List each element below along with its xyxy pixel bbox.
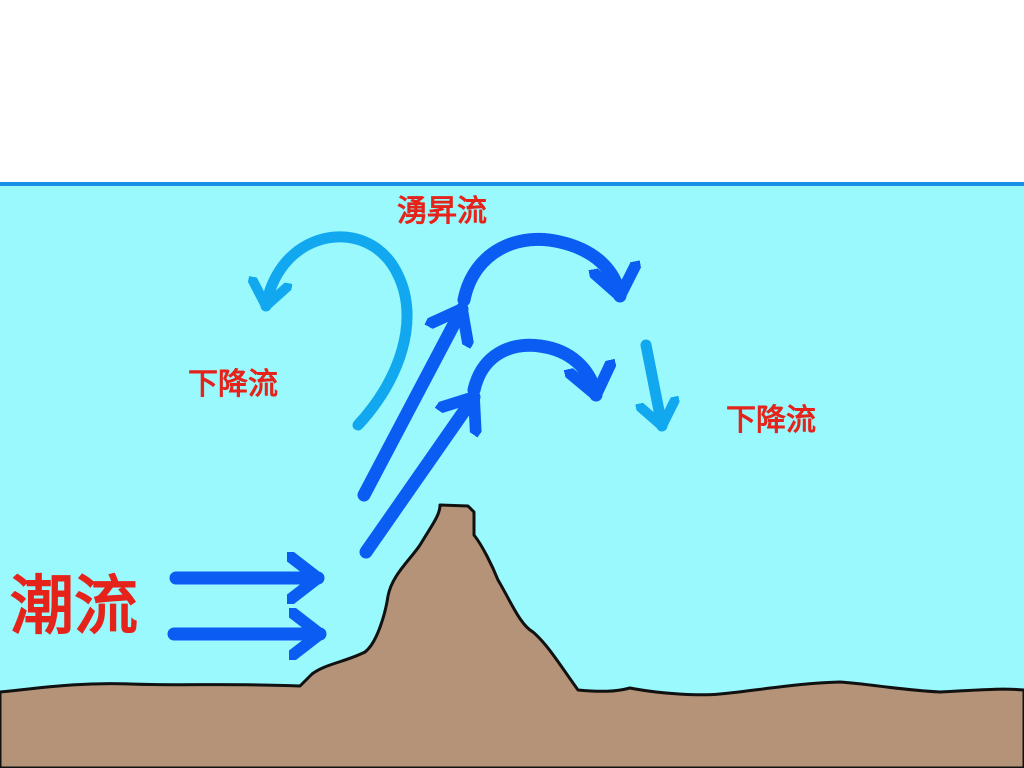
upwelling-arrow-outer: [357, 302, 462, 502]
downwelling-label-left: 下降流: [188, 367, 278, 402]
upwelling-curve-upper: [457, 232, 620, 307]
upwelling-curve-lower: [467, 338, 596, 402]
upwelling-label: 湧昇流: [397, 194, 487, 229]
seabed-seamount: [0, 503, 1024, 768]
current-label: 潮流: [10, 570, 138, 644]
upwelling-arrow-inner: [359, 390, 474, 559]
downwelling-arrow-right: [646, 339, 662, 432]
sky-area: [0, 0, 1024, 186]
downwelling-label-right: 下降流: [726, 403, 816, 438]
downwelling-curve-left: [266, 231, 413, 431]
